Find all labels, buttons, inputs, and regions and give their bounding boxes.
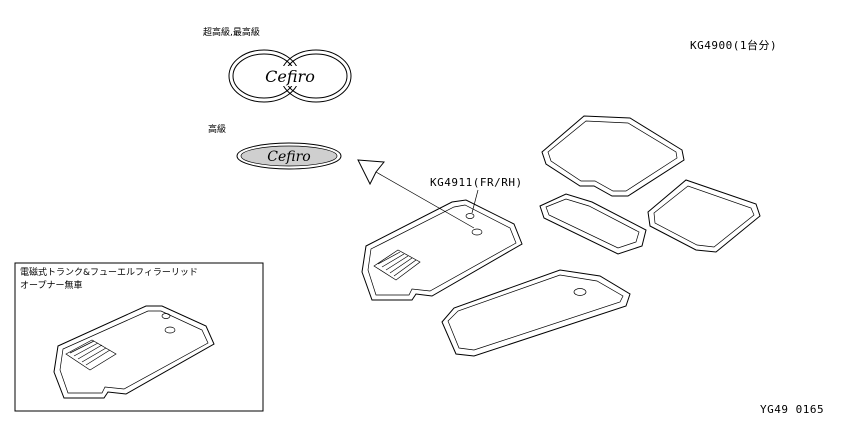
inset-mat-clip xyxy=(161,313,171,319)
mat-clip xyxy=(465,213,475,219)
premium-grade-label: 超高級,最高級 xyxy=(203,28,260,38)
inset-caption-line1: 電磁式トランク&フューエルフィラーリッド xyxy=(20,268,198,278)
mat-emblem-slot xyxy=(471,228,483,236)
front-driver-mat xyxy=(361,199,523,301)
drawing-id-label: YG49 0165 xyxy=(760,403,825,416)
high-grade-emblem: Cefiro xyxy=(236,142,342,170)
leader-arrow xyxy=(357,159,475,229)
inset-heel-pad xyxy=(65,339,117,371)
inset-mat-slot xyxy=(164,326,176,334)
inset-driver-mat xyxy=(53,305,215,399)
high-grade-label: 高級 xyxy=(208,125,227,135)
premium-emblem-text: Cefiro xyxy=(265,67,315,86)
rear-center-mat xyxy=(539,193,647,255)
part-code-label: KG4911(FR/RH) xyxy=(430,176,523,189)
set-code-label: KG4900(1台分) xyxy=(690,39,778,52)
high-grade-emblem-text: Cefiro xyxy=(267,149,310,165)
premium-emblem: Cefiro xyxy=(228,49,352,103)
inset-caption-line2: オープナー無車 xyxy=(20,281,83,291)
front-passenger-mat xyxy=(541,115,685,197)
heel-pad xyxy=(373,249,421,281)
rear-mat-clip xyxy=(573,288,587,296)
rear-right-mat xyxy=(647,179,761,253)
inset-box xyxy=(14,262,264,412)
part-code-leader xyxy=(471,189,479,214)
rear-long-mat xyxy=(441,269,631,357)
